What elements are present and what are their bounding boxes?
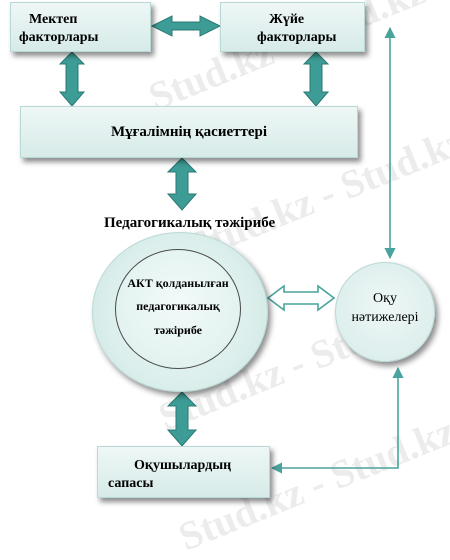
ict-experience-circle: АКТ қолданылған педагогикалық тәжірибе (115, 249, 241, 369)
system-factors-label-line1: Жүйе (269, 12, 305, 27)
school-factors-label-line1: Мектеп (29, 12, 78, 27)
student-quality-label-line1: Оқушылардың (134, 458, 232, 473)
pedagogical-experience-label: Педагогикалық тәжірибе (104, 215, 276, 231)
ict-label-line1: АКТ қолданылған (127, 276, 229, 290)
teacher-qualities-label: Мұғалімнің қасиеттері (110, 124, 268, 140)
school-system-arrow (150, 15, 222, 37)
school-factors-label-line2: факторлары (19, 30, 99, 45)
student-quality-box: Оқушылардың сапасы (97, 446, 270, 498)
school-factors-box: Мектеп факторлары (10, 2, 151, 52)
system-factors-label-line2: факторлары (257, 30, 337, 45)
ict-label-line3: тәжірибе (153, 323, 202, 337)
system-factors-box: Жүйе факторлары (220, 2, 365, 52)
student-to-outcomes-line (270, 366, 404, 474)
outcomes-label-line1: Оқу (373, 291, 397, 306)
pedagogy-outcomes-arrow (266, 284, 336, 312)
student-quality-label-line2: сапасы (108, 476, 154, 491)
school-teacher-arrow (58, 51, 86, 107)
pedagogy-student-arrow (166, 391, 198, 447)
learning-outcomes-circle: Оқу нәтижелері (335, 262, 435, 362)
connector-layer (58, 15, 404, 474)
teacher-qualities-box: Мұғалімнің қасиеттері (20, 106, 358, 158)
outcomes-label-line2: нәтижелері (351, 310, 419, 325)
system-teacher-arrow (302, 51, 330, 107)
ict-label-line2: педагогикалық (136, 299, 220, 313)
teacher-pedagogy-arrow (166, 157, 198, 211)
pedagogical-experience-circle: АКТ қолданылған педагогикалық тәжірибе (92, 232, 268, 392)
